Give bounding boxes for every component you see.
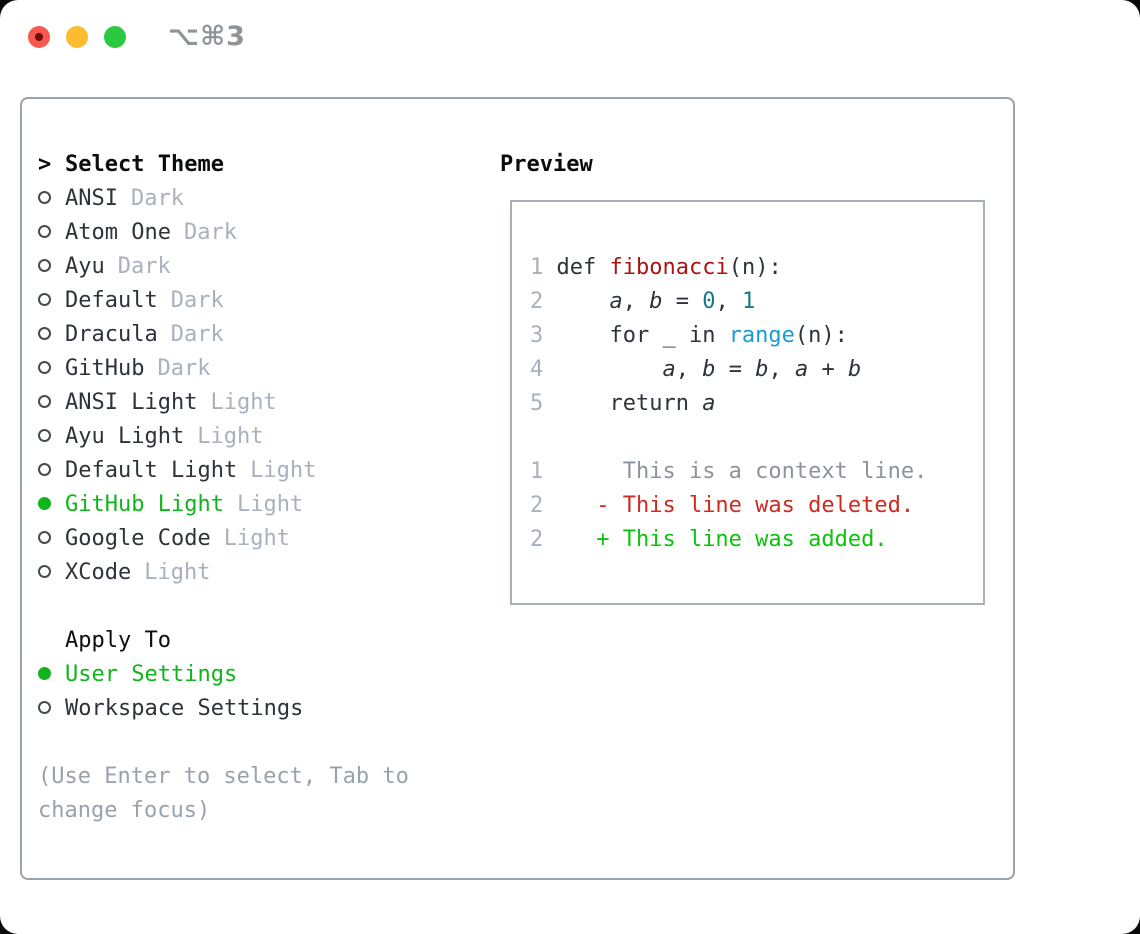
variant-label: Dark bbox=[130, 186, 184, 211]
radio-icon bbox=[38, 360, 51, 374]
diff-deleted-line: 2 - This line was deleted. bbox=[530, 493, 915, 518]
select-theme-header: > Select Theme bbox=[38, 148, 409, 182]
diff-context-line: 1 This is a context line. bbox=[530, 459, 928, 484]
variant-label: Dark bbox=[117, 254, 171, 279]
radio-icon bbox=[38, 326, 51, 340]
variant-label: Light bbox=[223, 526, 290, 551]
radio-icon bbox=[38, 394, 51, 408]
apply-option-user-settings[interactable]: User Settings bbox=[38, 658, 409, 692]
diff-added-line: 2 + This line was added. bbox=[530, 527, 888, 552]
code-line: 5 return a bbox=[530, 391, 716, 416]
radio-icon bbox=[38, 428, 51, 442]
variant-label: Dark bbox=[170, 322, 224, 347]
radio-icon bbox=[38, 564, 51, 578]
variant-label: Light bbox=[197, 424, 264, 449]
variant-label: Light bbox=[250, 458, 317, 483]
radio-icon bbox=[38, 700, 51, 714]
radio-icon bbox=[38, 190, 51, 204]
variant-label: Dark bbox=[157, 356, 211, 381]
code-line: 3 for _ in range(n): bbox=[530, 323, 848, 348]
radio-icon bbox=[38, 530, 51, 544]
code-line-blank bbox=[530, 421, 983, 455]
apply-to-header: Apply To bbox=[65, 628, 171, 653]
variant-label: Light bbox=[144, 560, 211, 585]
preview-code-box: 1 def fibonacci(n): 2 a, b = 0, 1 3 for … bbox=[510, 200, 985, 605]
hint-text-line-2: change focus) bbox=[38, 798, 211, 823]
code-line: 1 def fibonacci(n): bbox=[530, 255, 782, 280]
preview-title: Preview bbox=[500, 152, 593, 177]
radio-selected-icon bbox=[38, 666, 51, 680]
radio-icon bbox=[38, 224, 51, 238]
variant-label: Light bbox=[210, 390, 277, 415]
radio-selected-icon bbox=[38, 496, 51, 510]
variant-label: Dark bbox=[183, 220, 237, 245]
hint-text-line-1: (Use Enter to select, Tab to bbox=[38, 764, 409, 789]
close-dot-icon bbox=[35, 33, 43, 41]
window-title: ⌥⌘3 bbox=[168, 21, 246, 52]
minimize-button[interactable] bbox=[66, 26, 88, 48]
code-line: 4 a, b = b, a + b bbox=[530, 357, 862, 382]
radio-icon bbox=[38, 462, 51, 476]
titlebar: ⌥⌘3 bbox=[0, 0, 1140, 74]
cursor-icon: > bbox=[38, 152, 52, 177]
code-line: 2 a, b = 0, 1 bbox=[530, 289, 756, 314]
apply-option-workspace-settings[interactable]: Workspace Settings bbox=[38, 692, 409, 726]
close-button[interactable] bbox=[28, 26, 50, 48]
zoom-button[interactable] bbox=[104, 26, 126, 48]
variant-label: Light bbox=[236, 492, 304, 517]
radio-icon bbox=[38, 258, 51, 272]
variant-label: Dark bbox=[170, 288, 224, 313]
radio-icon bbox=[38, 292, 51, 306]
select-theme-title: Select Theme bbox=[65, 152, 224, 177]
